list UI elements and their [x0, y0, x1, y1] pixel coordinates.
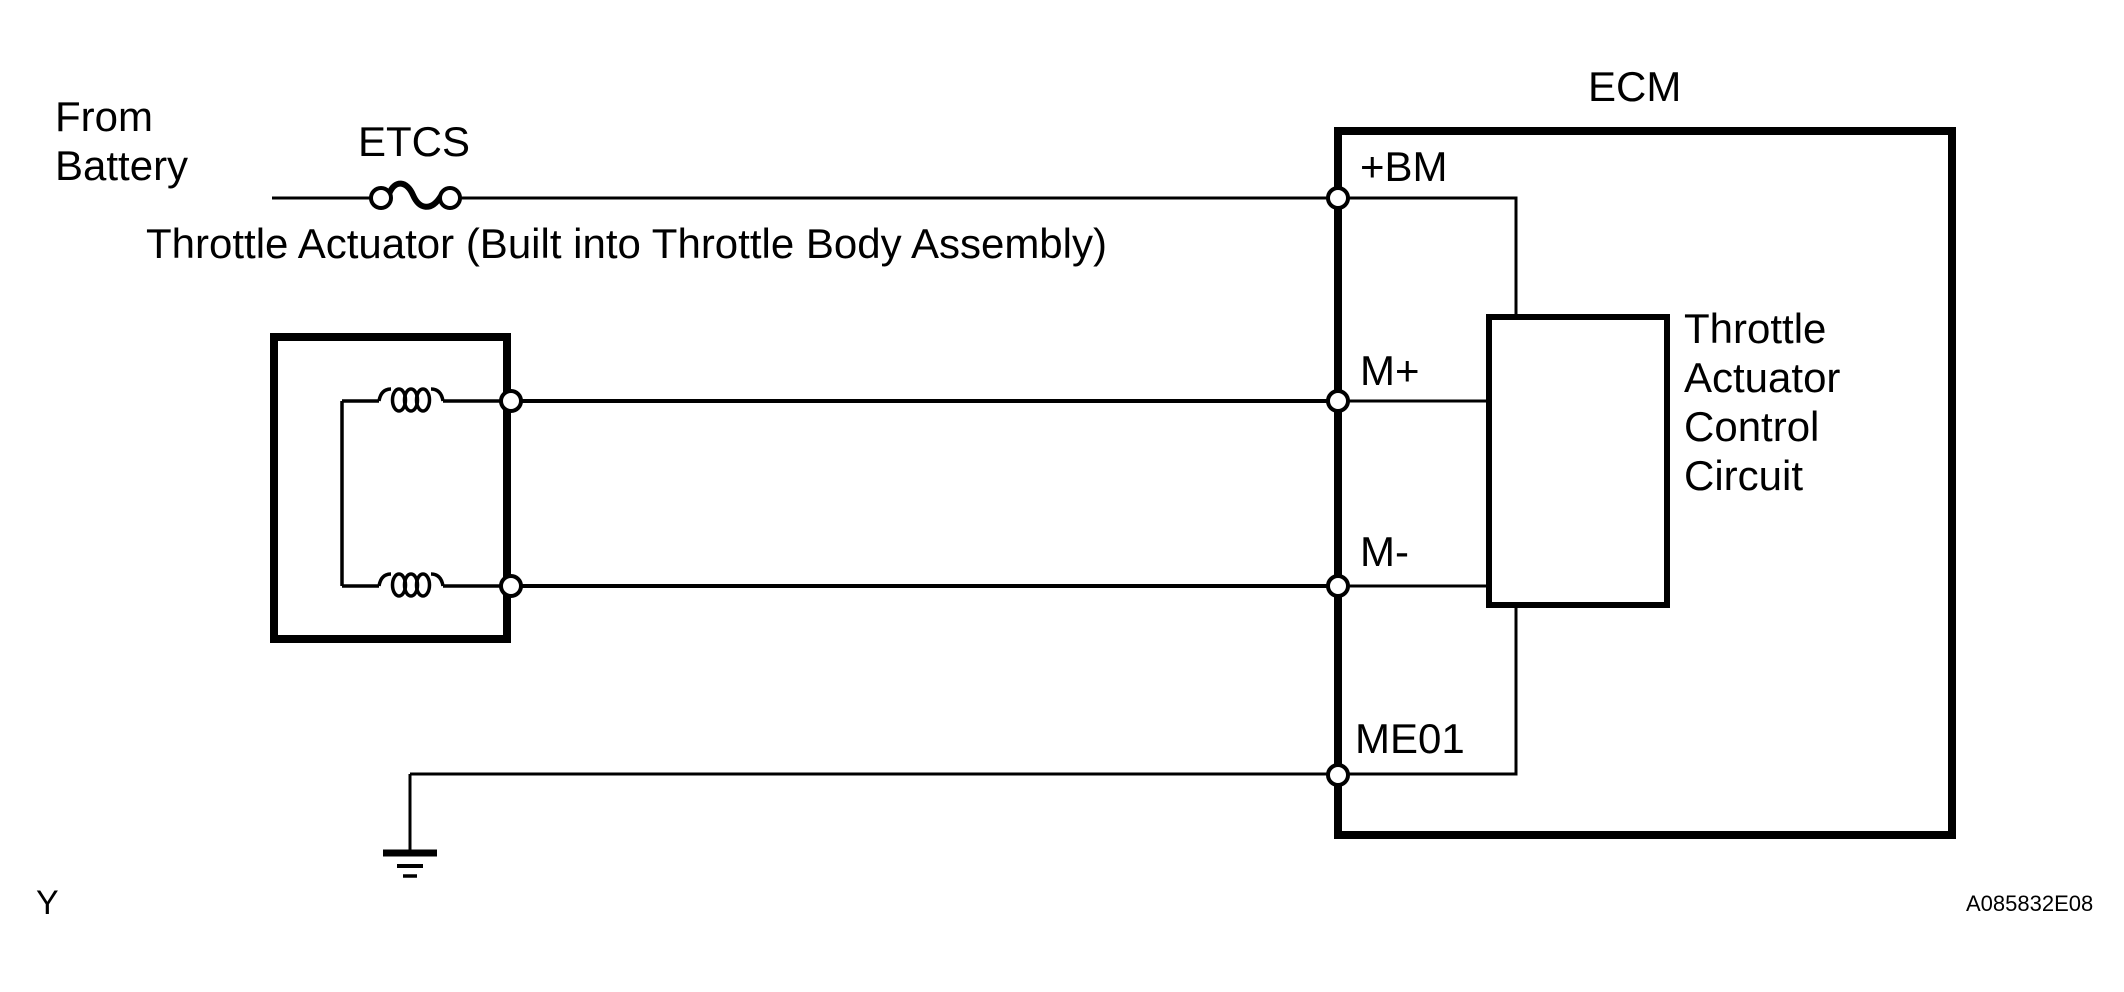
coil-loop — [414, 387, 432, 413]
coil-icon-lower — [342, 572, 503, 598]
ecm-box — [1334, 127, 1956, 839]
coil-icon-upper — [342, 387, 503, 413]
actuator-terminal-m-plus — [499, 389, 523, 413]
control-circuit-line2: Actuator — [1684, 354, 1841, 401]
actuator-terminal-m-minus — [499, 574, 523, 598]
me01-inner-wire — [1348, 608, 1518, 776]
fuse-wave — [386, 180, 444, 210]
ecm-title: ECM — [1588, 63, 1682, 110]
terminal-label-m-minus: M- — [1360, 528, 1409, 575]
terminal-label-bm: +BM — [1360, 143, 1448, 190]
ecm-terminal-me01 — [1326, 763, 1350, 787]
fuse-end-left — [369, 186, 393, 210]
ecm-terminal-m-plus — [1326, 389, 1350, 413]
control-circuit-line3: Control — [1684, 403, 1820, 450]
page-marker: Y — [36, 884, 59, 922]
actuator-box — [270, 333, 511, 643]
bm-inner-wire — [1348, 196, 1518, 314]
fuse-icon — [369, 180, 462, 210]
coil-hook — [430, 572, 445, 587]
fuse-end-right — [438, 186, 462, 210]
control-circuit-box — [1486, 314, 1670, 608]
control-circuit-line1: Throttle — [1684, 305, 1827, 352]
terminal-label-me01: ME01 — [1355, 715, 1465, 762]
coil-hook — [377, 387, 392, 402]
actuator-caption: Throttle Actuator (Built into Throttle B… — [146, 220, 1107, 267]
terminal-label-m-plus: M+ — [1360, 347, 1420, 394]
ecm-terminal-bm — [1326, 186, 1350, 210]
ground-icon — [383, 849, 437, 878]
coil-hook — [377, 572, 392, 587]
coil-hook — [430, 387, 445, 402]
control-circuit-line4: Circuit — [1684, 452, 1804, 499]
ecm-terminal-m-minus — [1326, 574, 1350, 598]
figure-code: A085832E08 — [1966, 891, 2094, 916]
battery-source-line1: From — [55, 93, 153, 140]
fuse-label: ETCS — [358, 118, 471, 165]
battery-source-line2: Battery — [55, 142, 189, 189]
coil-loop — [414, 572, 432, 598]
